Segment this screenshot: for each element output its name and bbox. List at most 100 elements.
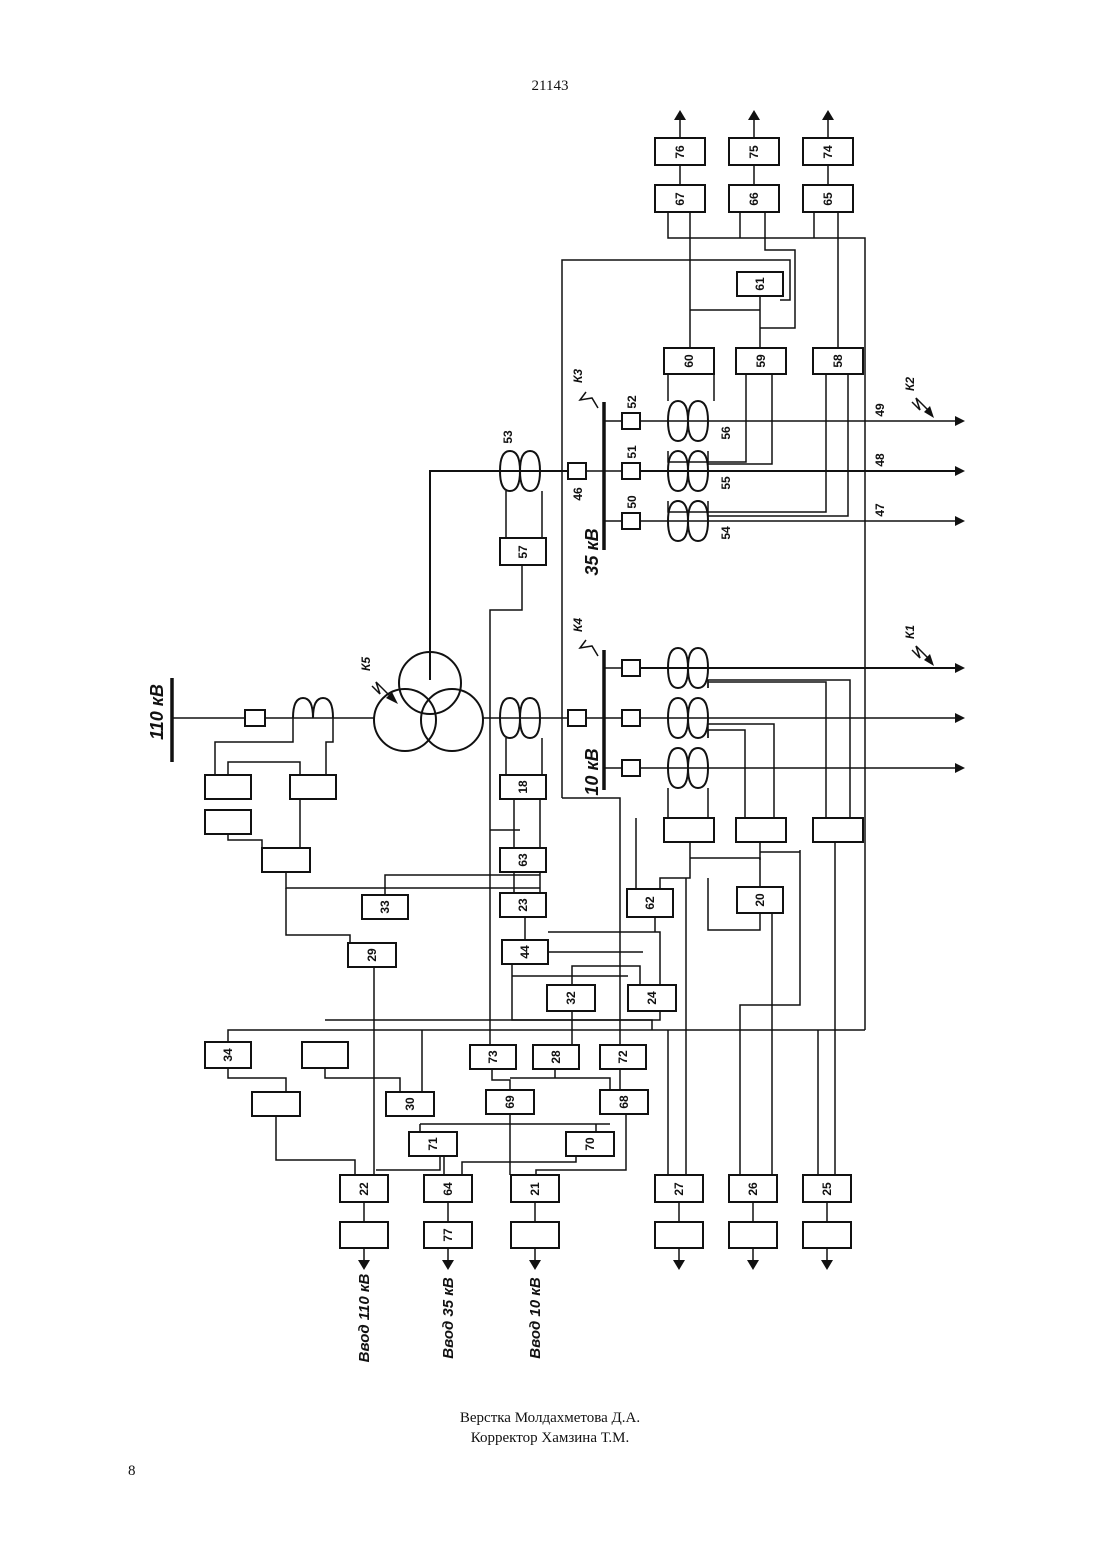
input-label-10kv: Ввод 10 кВ	[527, 1277, 544, 1359]
svg-text:64: 64	[441, 1182, 455, 1196]
svg-text:20: 20	[753, 893, 767, 907]
fault-k4-icon: К4	[571, 618, 598, 656]
block-65: 65	[803, 185, 853, 212]
breakers-10kv	[604, 660, 965, 776]
svg-text:68: 68	[617, 1095, 631, 1109]
block-44: 44	[502, 940, 548, 964]
block-34: 34	[205, 1042, 251, 1068]
current-transformers-10kv	[668, 648, 850, 818]
svg-text:77: 77	[441, 1228, 455, 1242]
current-transformer-53: 53	[500, 430, 542, 538]
block-110-b	[205, 810, 251, 834]
svg-text:26: 26	[746, 1182, 760, 1196]
svg-text:44: 44	[518, 945, 532, 959]
feeder-label-49: 49	[873, 403, 887, 417]
block-50: 50	[622, 495, 640, 529]
block-74: 74	[803, 138, 853, 165]
breaker-110kv	[245, 710, 265, 726]
top-control-wiring	[562, 212, 865, 1030]
footer-layout-credit: Верстка Молдахметова Д.А.	[0, 1410, 1100, 1427]
current-transformer-lv	[500, 698, 542, 775]
block-output-110	[340, 1222, 388, 1248]
block-26: 26	[729, 1175, 777, 1202]
block-output-25	[803, 1222, 851, 1248]
svg-text:53: 53	[501, 430, 515, 444]
svg-text:18: 18	[516, 780, 530, 794]
block-67: 67	[655, 185, 705, 212]
block-output-10	[511, 1222, 559, 1248]
svg-text:К2: К2	[903, 377, 917, 391]
block-68: 68	[600, 1090, 648, 1114]
block-62: 62	[627, 889, 673, 917]
page-number: 8	[128, 1463, 136, 1480]
block-33: 33	[362, 895, 408, 919]
block-77: 77	[424, 1222, 472, 1248]
label-10kv: 10 кВ	[582, 748, 602, 795]
breaker-lv	[568, 710, 586, 726]
block-32: 32	[547, 985, 595, 1011]
block-28: 28	[533, 1045, 579, 1069]
block-60: 60	[664, 348, 714, 374]
block-73: 73	[470, 1045, 516, 1069]
svg-text:25: 25	[820, 1182, 834, 1196]
fault-k5-icon: К5	[359, 657, 398, 704]
current-transformer-110kv	[215, 698, 333, 775]
svg-text:66: 66	[747, 192, 761, 206]
svg-text:К1: К1	[903, 625, 917, 639]
svg-text:22: 22	[357, 1182, 371, 1196]
block-76: 76	[655, 138, 705, 165]
svg-text:24: 24	[645, 991, 659, 1005]
block-51: 51	[622, 445, 640, 479]
block-63: 63	[500, 848, 546, 872]
power-transformer-icon	[374, 652, 568, 751]
svg-text:67: 67	[673, 192, 687, 206]
svg-text:30: 30	[403, 1097, 417, 1111]
block-21: 21	[511, 1175, 559, 1202]
svg-text:К3: К3	[571, 369, 585, 383]
label-110kv: 110 кВ	[147, 684, 167, 740]
feeder-label-47: 47	[873, 503, 887, 517]
svg-text:К4: К4	[571, 618, 585, 632]
block-52: 52	[622, 395, 640, 429]
svg-text:60: 60	[682, 354, 696, 368]
fault-k1-icon: К1	[903, 625, 934, 666]
block-output-26	[729, 1222, 777, 1248]
block-30: 30	[386, 1092, 434, 1116]
block-57: 57	[500, 538, 546, 565]
block-71: 71	[409, 1132, 457, 1156]
block-18: 18	[500, 775, 546, 799]
input-label-35kv: Ввод 35 кВ	[440, 1277, 457, 1359]
current-transformer-54	[668, 374, 848, 541]
svg-text:33: 33	[378, 900, 392, 914]
svg-text:29: 29	[365, 948, 379, 962]
fault-k2-icon: К2	[903, 377, 934, 418]
block-10kv-b	[736, 818, 786, 842]
block-24: 24	[628, 985, 676, 1011]
svg-text:75: 75	[747, 145, 761, 159]
svg-text:50: 50	[625, 495, 639, 509]
feeder-label-48: 48	[873, 453, 887, 467]
block-58: 58	[813, 348, 863, 374]
label-35kv: 35 кВ	[582, 528, 602, 575]
block-lower-unlabeled	[302, 1042, 348, 1068]
block-110-d	[262, 848, 310, 872]
svg-text:70: 70	[583, 1137, 597, 1151]
svg-text:62: 62	[643, 896, 657, 910]
block-69: 69	[486, 1090, 534, 1114]
svg-text:71: 71	[426, 1137, 440, 1151]
block-110-c	[290, 775, 336, 799]
svg-text:28: 28	[549, 1050, 563, 1064]
svg-text:61: 61	[753, 277, 767, 291]
svg-text:23: 23	[516, 898, 530, 912]
block-27: 27	[655, 1175, 703, 1202]
svg-text:34: 34	[221, 1048, 235, 1062]
svg-text:57: 57	[516, 545, 530, 559]
block-46: 46	[568, 463, 586, 501]
svg-text:74: 74	[821, 145, 835, 159]
svg-text:69: 69	[503, 1095, 517, 1109]
footer-corrector-credit: Корректор Хамзина Т.М.	[0, 1430, 1100, 1447]
svg-text:52: 52	[625, 395, 639, 409]
svg-text:72: 72	[616, 1050, 630, 1064]
input-label-110kv: Ввод 110 кВ	[356, 1274, 373, 1363]
block-110-a	[205, 775, 251, 799]
